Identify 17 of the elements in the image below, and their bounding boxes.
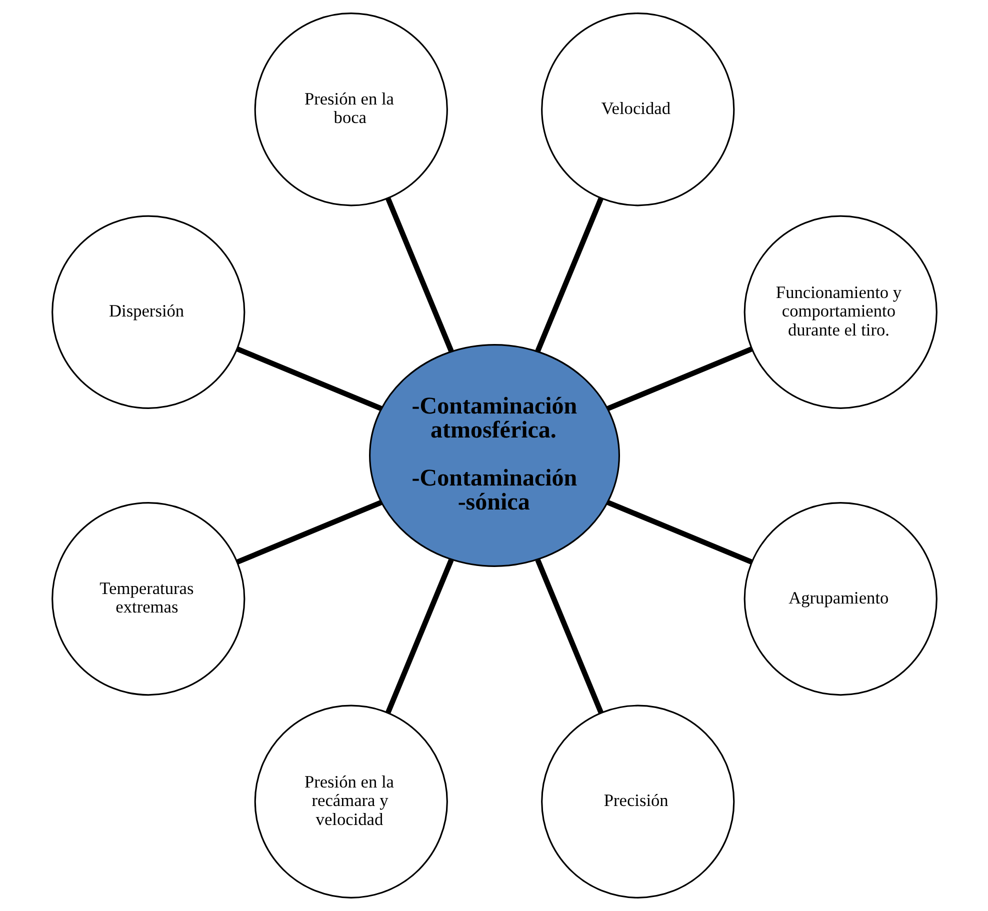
connector (236, 500, 382, 565)
node-circle: Temperaturas extremas (51, 502, 245, 696)
node-circle: Funcionamiento y comportamiento durante el tiro. (743, 215, 937, 409)
connector (534, 197, 604, 352)
node-circle: Velocidad (540, 12, 734, 206)
connector (606, 346, 752, 412)
node-circle: Presión en la recámara y velocidad (254, 704, 448, 898)
node-circle: Presión en la boca (254, 12, 448, 206)
node-circle: Agrupamiento (743, 502, 937, 696)
connector (385, 558, 454, 714)
connector (236, 346, 382, 412)
node-ellipse: -Contaminación atmosférica. -Contaminación -sónica (368, 344, 620, 567)
connector (534, 558, 604, 714)
node-circle: Dispersión (51, 215, 245, 409)
node-circle: Precisión (540, 704, 734, 898)
connector (606, 500, 752, 565)
connector (385, 197, 454, 352)
